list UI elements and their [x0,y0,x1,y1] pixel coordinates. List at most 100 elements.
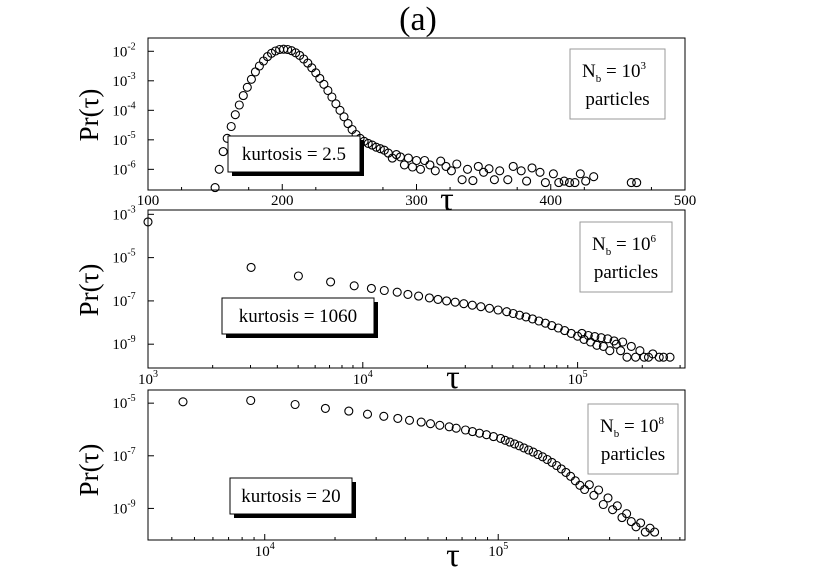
data-point [226,121,236,132]
data-point [246,74,256,84]
y-tick-label: 10-5 [112,248,135,267]
data-point [347,124,357,135]
data-point [349,281,359,291]
data-point [616,346,626,356]
annotation-text: kurtosis = 1060 [239,306,357,327]
data-point [575,169,585,179]
x-tick-label: 105 [568,369,588,388]
data-point [457,175,467,185]
data-point [665,352,675,362]
y-axis-label: Pr(τ) [74,444,104,497]
data-point [379,411,389,421]
data-point [238,91,248,101]
annotation-box [229,477,353,515]
y-tick-label: 10-7 [112,446,135,465]
y-tick-label: 10-5 [112,130,135,149]
annotation-text: kurtosis = 2.5 [242,144,346,165]
data-point [589,172,599,182]
data-point [392,287,402,297]
data-point [570,476,580,486]
data-point [230,110,240,120]
data-point [564,178,575,188]
data-point [581,176,591,186]
data-point [435,420,445,430]
x-tick-label: 104 [255,541,275,560]
data-point [503,175,513,185]
data-point [411,155,422,166]
data-point [577,328,587,338]
data-point [250,67,260,77]
data-point [467,300,477,310]
x-tick-label: 100 [137,193,160,209]
data-point [362,409,373,419]
data-point [538,452,548,462]
data-point [594,485,604,495]
data-point [502,307,512,317]
data-point [598,341,608,351]
x-axis-label: τ [446,537,460,574]
data-point [371,142,381,152]
data-point [143,217,153,227]
data-point [484,164,494,174]
data-point [452,159,462,169]
data-point [430,166,440,176]
data-point [407,162,418,172]
data-point [612,501,622,511]
data-point [510,439,520,449]
legend-line-2: particles [594,262,658,283]
data-point [535,167,545,177]
annotation-box [227,135,361,173]
data-point [636,518,646,528]
data-point [559,176,569,186]
data-point [442,296,452,306]
data-point [335,105,345,115]
annotation-text: kurtosis = 20 [241,486,340,507]
data-point [474,428,485,438]
data-point [547,321,557,331]
data-point [399,160,409,170]
data-point [473,161,483,171]
data-point [589,490,599,500]
data-point [489,175,499,185]
legend-line-1: Nb = 108 [600,415,664,440]
data-point [515,310,525,320]
data-point [210,183,220,193]
data-point [441,161,451,171]
y-axis-label: Pr(τ) [74,264,104,317]
figure-title: (a) [399,1,437,38]
data-point [290,399,300,410]
data-point [246,395,256,406]
data-point [283,44,293,55]
y-tick-label: 10-4 [112,100,135,119]
data-point [460,425,471,435]
x-tick-label: 200 [271,193,294,209]
data-point [246,262,256,272]
data-point [416,417,426,427]
data-point [626,178,636,188]
data-point [315,73,325,83]
data-point [521,312,531,322]
data-point [433,294,443,304]
data-point [584,480,594,490]
x-tick-label: 500 [674,193,697,209]
x-tick-label: 103 [138,369,158,388]
data-point [540,178,550,188]
data-point [583,330,593,341]
legend-box [587,403,679,475]
data-point [420,155,430,166]
data-point [654,352,664,362]
data-point [596,333,606,343]
y-tick-label: 10-2 [112,41,135,60]
y-axis-label: Pr(τ) [74,89,104,142]
y-tick-label: 10-9 [112,498,135,517]
data-point [178,397,188,407]
data-point [254,61,264,71]
y-tick-label: 10-5 [112,393,135,412]
data-point [488,432,499,442]
x-axis-label: τ [446,359,460,396]
data-point [650,527,660,537]
data-point [548,169,558,179]
data-point [393,413,403,423]
data-point [542,454,552,465]
